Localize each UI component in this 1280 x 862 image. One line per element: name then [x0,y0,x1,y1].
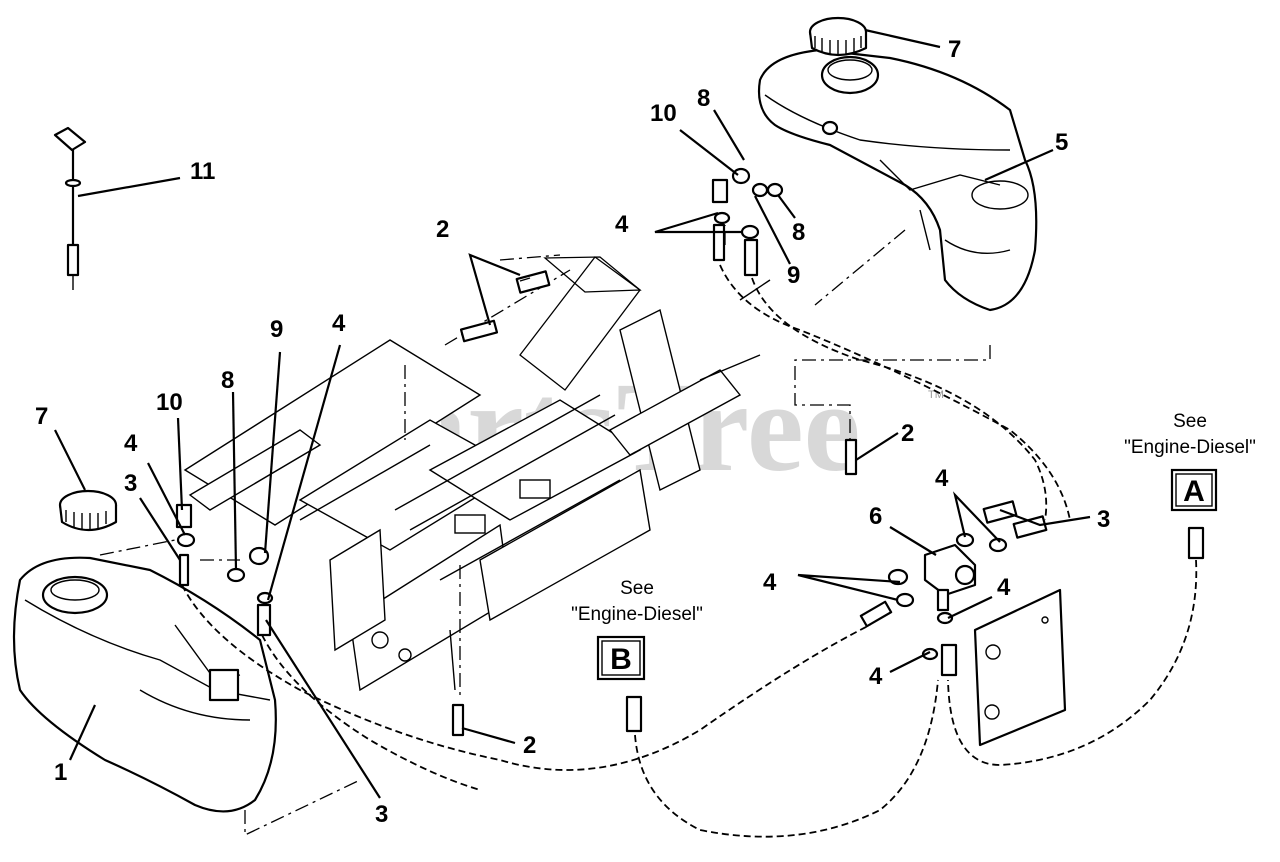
reference-b: See "Engine-Diesel" B [571,578,703,681]
callout-label: 3 [124,470,137,497]
callout-label: 7 [35,403,48,430]
bolts [451,270,858,737]
upper-fuel-tank [757,48,1038,312]
reference-a-name: "Engine-Diesel" [1124,437,1256,458]
lower-fuel-tank [12,556,277,813]
callout-label: 3 [375,801,388,828]
callout-label: 5 [1055,129,1068,156]
callout-label: 7 [948,36,961,63]
mounting-plate [973,588,1067,747]
reference-b-letter: B [610,643,632,676]
callout-label: 4 [124,430,138,457]
reference-b-see: See [620,578,654,599]
shutoff-valve [859,500,1048,677]
callout-label: 4 [935,465,949,492]
fuel-gauge-rod [53,126,87,290]
callout-label: 3 [1097,506,1110,533]
fuel-lines [181,264,1198,838]
callout-label: 4 [332,310,346,337]
callout-label: 2 [901,420,914,447]
watermark-trademark: TM [928,389,944,401]
callout-label: 10 [650,100,677,127]
hose-end-b [625,695,643,733]
callout-label: 4 [763,569,777,596]
callout-label: 1 [54,759,67,786]
callout-label: 2 [436,216,449,243]
callout-label: 11 [190,158,215,185]
reference-a-see: See [1173,411,1207,432]
reference-a: See "Engine-Diesel" A [1124,411,1256,512]
callout-label: 4 [869,663,883,690]
leader-lines [54,28,1091,799]
callout-label: 4 [615,211,629,238]
callout-label: 8 [697,85,710,112]
hose-end-a [1187,526,1205,560]
callout-label: 8 [221,367,234,394]
callout-numbers: 11 2 9 4 10 8 7 4 3 1 8 3 2 7 10 8 4 5 9… [35,36,1110,828]
reference-b-name: "Engine-Diesel" [571,604,703,625]
callout-label: 8 [792,219,805,246]
callout-label: 2 [523,732,536,759]
centerlines [99,225,991,837]
callout-label: 6 [869,503,882,530]
callout-label: 4 [997,574,1011,601]
reference-a-letter: A [1183,475,1205,508]
callout-label: 9 [787,262,800,289]
upper-fittings [711,120,839,277]
callout-label: 10 [156,389,183,416]
callout-label: 9 [270,316,283,343]
fuel-cap-lower [58,489,118,532]
fuel-cap-upper [808,16,868,57]
